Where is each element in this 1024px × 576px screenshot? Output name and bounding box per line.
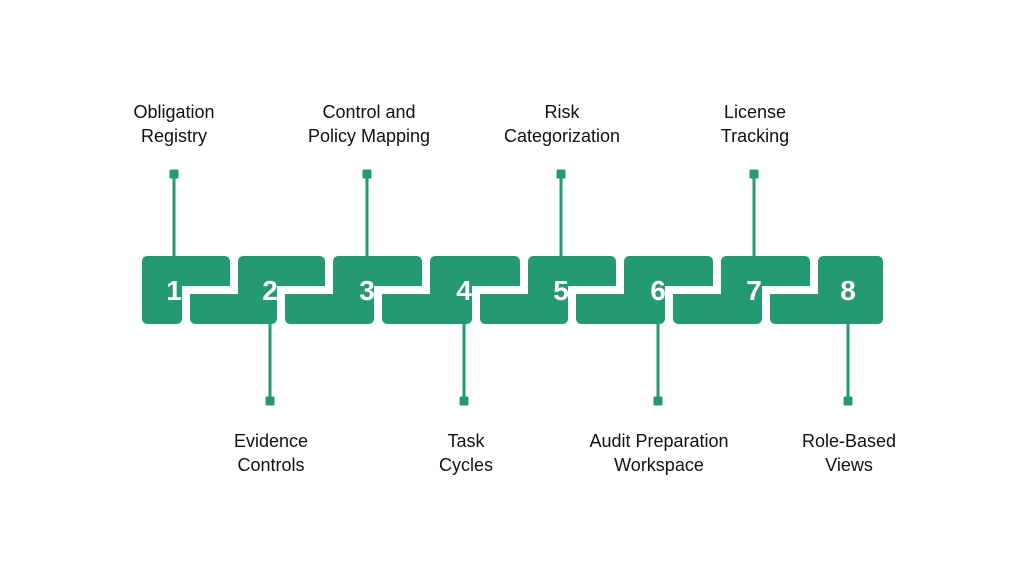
step-2-label: Evidence Controls	[171, 429, 371, 477]
step-1-connector-dot	[169, 169, 179, 179]
step-4-connector-dot	[459, 396, 469, 406]
step-8-connector-dot	[843, 396, 853, 406]
step-5-label-line-1: Risk	[544, 102, 580, 122]
step-4-label-line-1: Task	[447, 431, 485, 451]
step-2-connector-dot	[265, 396, 275, 406]
step-6-block	[576, 256, 713, 324]
step-7-block	[673, 256, 810, 324]
step-6-label-line-2: Workspace	[614, 455, 704, 475]
step-3-label-line-1: Control and	[322, 102, 416, 122]
step-1-number: 1	[166, 275, 182, 306]
step-2-block	[190, 256, 325, 324]
step-4-block	[382, 256, 520, 324]
step-3-label: Control and Policy Mapping	[269, 100, 469, 148]
step-1-label-line-2: Registry	[140, 126, 207, 146]
step-3-block	[285, 256, 422, 324]
step-7-label-line-2: Tracking	[720, 126, 790, 146]
step-8-block	[770, 256, 883, 324]
step-3-connector-dot	[362, 169, 372, 179]
step-7-connector-dot	[749, 169, 759, 179]
step-1-block	[142, 256, 230, 324]
step-5-label-line-2: Categorization	[503, 126, 621, 146]
step-3-label-line-2: Policy Mapping	[307, 126, 431, 146]
step-8-label-line-1: Role-Based	[801, 431, 897, 451]
step-7-label-line-1: License	[723, 102, 787, 122]
step-5-label: Risk Categorization	[462, 100, 662, 148]
step-5-block	[480, 256, 616, 324]
step-5-number: 5	[553, 275, 569, 306]
step-4-number: 4	[456, 275, 472, 306]
step-6-number: 6	[650, 275, 666, 306]
step-6-label: Audit Preparation Workspace	[559, 429, 759, 477]
step-1-label-line-1: Obligation	[133, 102, 215, 122]
step-6-label-line-1: Audit Preparation	[589, 431, 729, 451]
step-8-label: Role-Based Views	[749, 429, 949, 477]
step-2-number: 2	[262, 275, 278, 306]
step-6-connector-dot	[653, 396, 663, 406]
step-4-label-line-2: Cycles	[438, 455, 493, 475]
step-3-number: 3	[359, 275, 375, 306]
step-8-label-line-2: Views	[825, 455, 873, 475]
step-8-number: 8	[840, 275, 856, 306]
step-2-label-line-2: Controls	[237, 455, 305, 475]
step-7-number: 7	[746, 275, 762, 306]
step-5-connector-dot	[556, 169, 566, 179]
step-4-label: Task Cycles	[366, 429, 566, 477]
step-2-label-line-1: Evidence	[233, 431, 309, 451]
step-1-label: Obligation Registry	[74, 100, 274, 148]
step-7-label: License Tracking	[655, 100, 855, 148]
